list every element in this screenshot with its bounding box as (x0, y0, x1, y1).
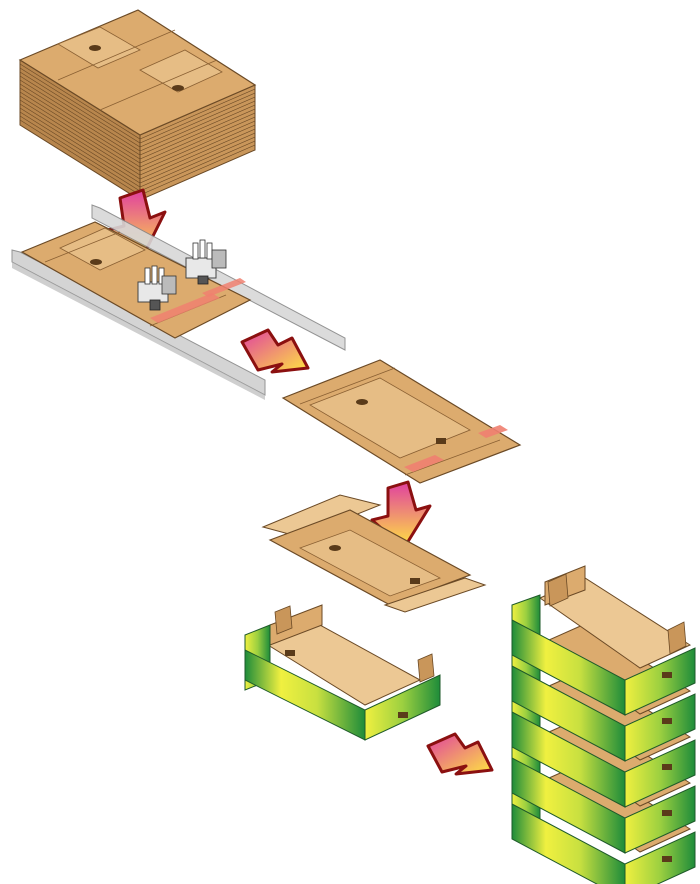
glue-strip (150, 293, 220, 323)
stacked-trays (511, 565, 696, 884)
hand-hole-icon (89, 45, 101, 51)
arrow-tray-to-stack (426, 732, 494, 776)
assembled-tray (244, 604, 441, 741)
glued-blank (281, 359, 522, 484)
glue-gun-left (137, 265, 177, 311)
folding-blank (261, 494, 487, 613)
glue-application (11, 204, 346, 400)
glue-gun-right (185, 239, 227, 285)
flat-blank-stack (18, 9, 257, 201)
arrow-glue-to-blank (240, 328, 310, 374)
